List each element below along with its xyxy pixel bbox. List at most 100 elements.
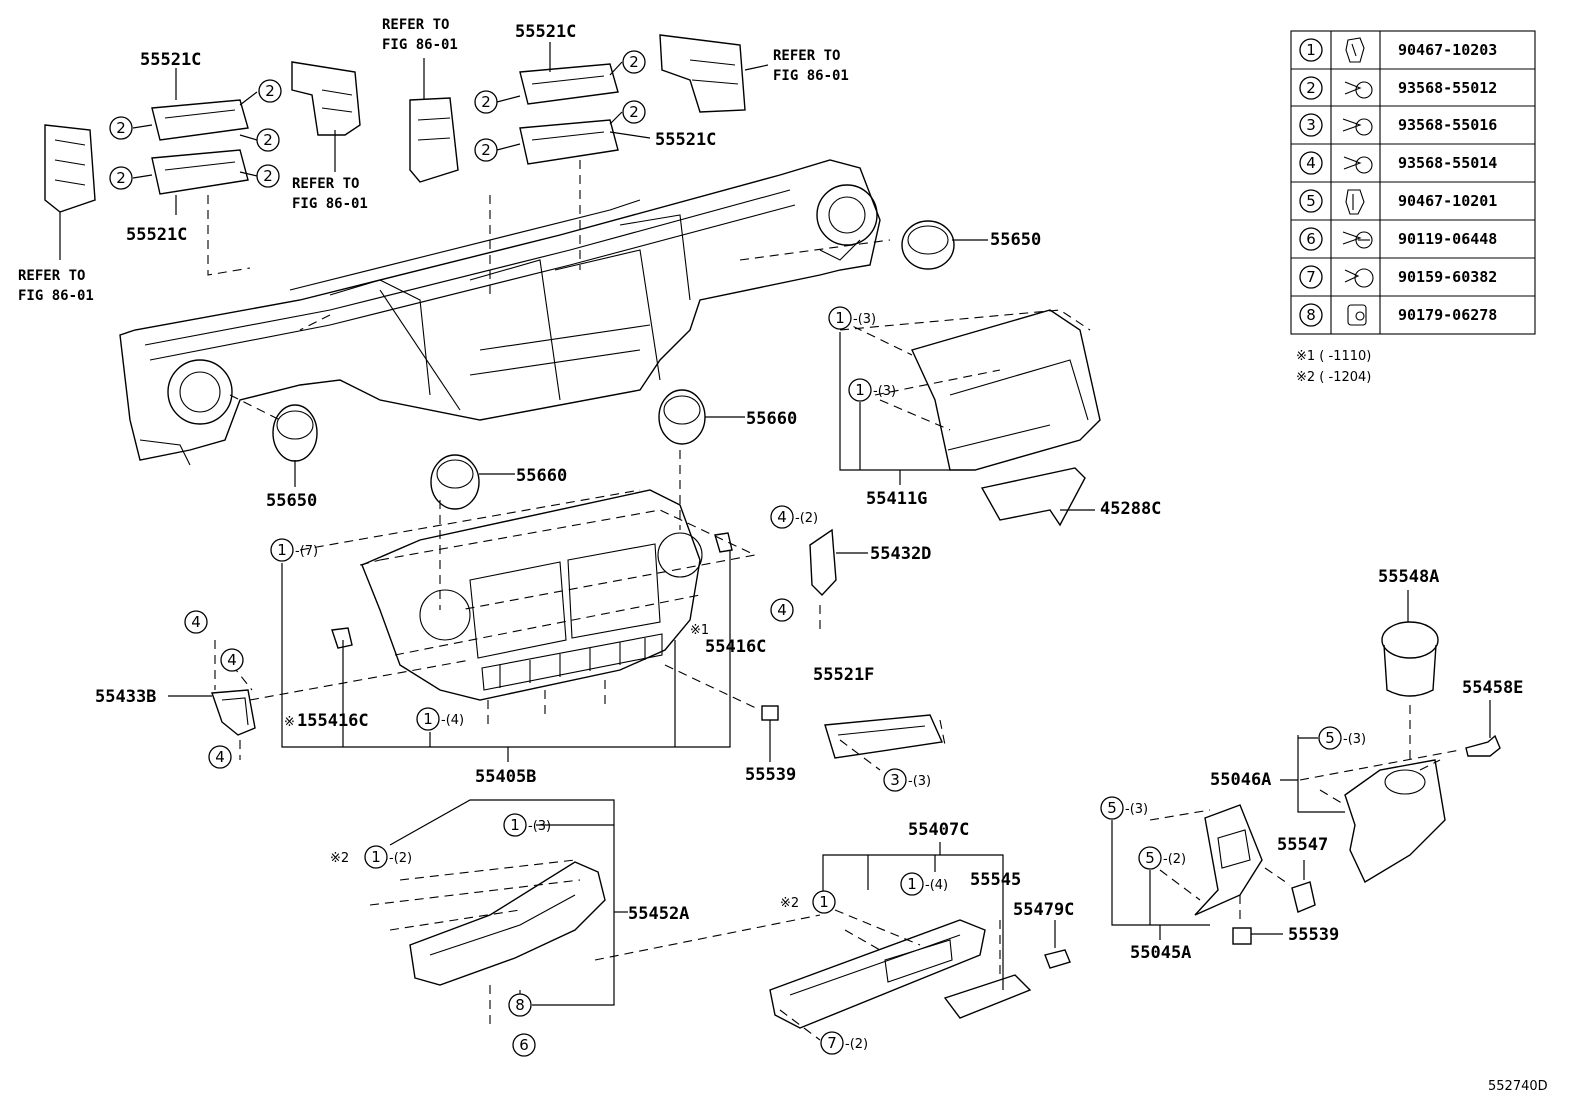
callout-2: 2 xyxy=(256,164,280,188)
part-55433B-drawing xyxy=(211,689,256,736)
nut-icon xyxy=(1347,304,1367,326)
callout-2: 2 xyxy=(258,79,282,103)
vent-55521C-a xyxy=(151,99,249,141)
part-label: 55433B xyxy=(95,687,156,707)
part-label: 55521C xyxy=(515,22,576,42)
door-55545-drawing xyxy=(943,974,1032,1019)
callout-5: 5 xyxy=(1100,796,1124,820)
refer-to-label: REFER TO xyxy=(382,17,449,33)
note-mark: ※2 xyxy=(780,896,799,911)
table-part-number: 90159-60382 xyxy=(1398,268,1497,286)
part-labels: 55521C 55521C 55521C 55521C 55650 55650 … xyxy=(95,22,1548,1094)
qty-label: -(2) xyxy=(389,851,412,866)
refer-to-label: FIG 86-01 xyxy=(773,68,849,84)
callout-2: 2 xyxy=(109,116,133,140)
screw-icon xyxy=(1343,156,1373,174)
callout-8: 8 xyxy=(508,993,532,1017)
bracket-right xyxy=(659,34,746,113)
svg-text:1: 1 xyxy=(371,848,381,866)
callout-3: 3 xyxy=(883,768,907,792)
vent-55650-left xyxy=(272,404,318,462)
part-label: 55479C xyxy=(1013,900,1074,920)
note-mark: ※1 xyxy=(690,623,709,638)
note-1: ※1 ( -1110) xyxy=(1296,349,1371,364)
part-label: 55458E xyxy=(1462,678,1523,698)
refer-to-label: FIG 86-01 xyxy=(382,37,458,53)
vent-55521C-c xyxy=(519,63,619,105)
callout-1: 1 xyxy=(828,306,852,330)
qty-label: -(3) xyxy=(853,312,876,327)
svg-text:2: 2 xyxy=(265,82,275,100)
callouts: 2 2 2 2 2 2 2 2 2 1 -(3) 1 -(3) 1 -(7) 4… xyxy=(109,50,1366,1057)
part-label: 55521C xyxy=(655,130,716,150)
refer-to-label: FIG 86-01 xyxy=(292,196,368,212)
damper-55479C-drawing xyxy=(1044,949,1071,969)
callout-4: 4 xyxy=(770,598,794,622)
callout-7: 7 xyxy=(820,1031,844,1055)
table-part-number: 90467-10203 xyxy=(1398,41,1497,59)
part-label: 55045A xyxy=(1130,943,1191,963)
qty-label: -(3) xyxy=(908,774,931,789)
part-label: 55660 xyxy=(746,409,797,429)
qty-label: -(2) xyxy=(795,511,818,526)
callout-4: 4 xyxy=(208,745,232,769)
svg-text:2: 2 xyxy=(481,141,491,159)
qty-label: -(7) xyxy=(295,544,318,559)
part-55045A-drawing xyxy=(1194,804,1263,916)
vent-55650-right xyxy=(901,220,955,270)
table-row: 5 90467-10201 xyxy=(1299,189,1497,215)
callout-1: 1 xyxy=(900,872,924,896)
part-label: 45288C xyxy=(1100,499,1161,519)
part-55547-drawing xyxy=(1291,881,1316,913)
table-row: 1 90467-10203 xyxy=(1299,37,1497,63)
svg-text:4: 4 xyxy=(227,651,237,669)
callout-1: 1 xyxy=(503,813,527,837)
knob-55458E-drawing xyxy=(1465,734,1501,757)
part-label: 55405B xyxy=(475,767,536,787)
clip-55539-a xyxy=(761,705,779,721)
guide-lines xyxy=(207,160,1461,1041)
table-callout-number: 1 xyxy=(1306,41,1316,59)
part-label: 55547 xyxy=(1277,835,1328,855)
part-label: 55650 xyxy=(266,491,317,511)
part-label: 55452A xyxy=(628,904,689,924)
part-label: 55660 xyxy=(516,466,567,486)
refer-labels: REFER TO FIG 86-01 REFER TO FIG 86-01 RE… xyxy=(18,17,849,304)
qty-label: -(4) xyxy=(925,878,948,893)
part-55432D-drawing xyxy=(809,528,837,597)
svg-text:2: 2 xyxy=(116,169,126,187)
callout-1: 1 xyxy=(848,378,872,402)
screw-icon xyxy=(1344,81,1373,99)
callout-1: 1 xyxy=(812,890,836,914)
bracket-left xyxy=(44,124,96,213)
table-part-number: 93568-55016 xyxy=(1398,116,1497,134)
table-callout-number: 3 xyxy=(1306,116,1316,134)
center-cluster-drawing xyxy=(361,489,701,701)
table-row: 8 90179-06278 xyxy=(1299,303,1497,327)
bolt-icon xyxy=(1342,231,1373,249)
table-callout-number: 7 xyxy=(1306,268,1316,286)
table-part-number: 93568-55014 xyxy=(1398,154,1497,172)
table-part-number: 90179-06278 xyxy=(1398,306,1497,324)
table-callout-number: 5 xyxy=(1306,192,1316,210)
svg-text:2: 2 xyxy=(263,167,273,185)
svg-text:2: 2 xyxy=(629,53,639,71)
refer-to-label: REFER TO xyxy=(18,268,85,284)
part-label: 55650 xyxy=(990,230,1041,250)
clip-55539-b xyxy=(1232,927,1252,945)
callout-1: 1 xyxy=(270,538,294,562)
vent-55660-upper xyxy=(658,389,706,445)
callout-2: 2 xyxy=(474,90,498,114)
bracket-upper xyxy=(291,61,361,136)
screw-icon xyxy=(1342,118,1373,136)
svg-text:1: 1 xyxy=(423,710,433,728)
callout-4: 4 xyxy=(770,505,794,529)
callout-4: 4 xyxy=(220,648,244,672)
note-2: ※2 ( -1204) xyxy=(1296,370,1371,385)
qty-label: -(3) xyxy=(873,384,896,399)
table-row: 7 90159-60382 xyxy=(1299,265,1497,289)
svg-text:7: 7 xyxy=(827,1034,837,1052)
svg-text:2: 2 xyxy=(263,131,273,149)
